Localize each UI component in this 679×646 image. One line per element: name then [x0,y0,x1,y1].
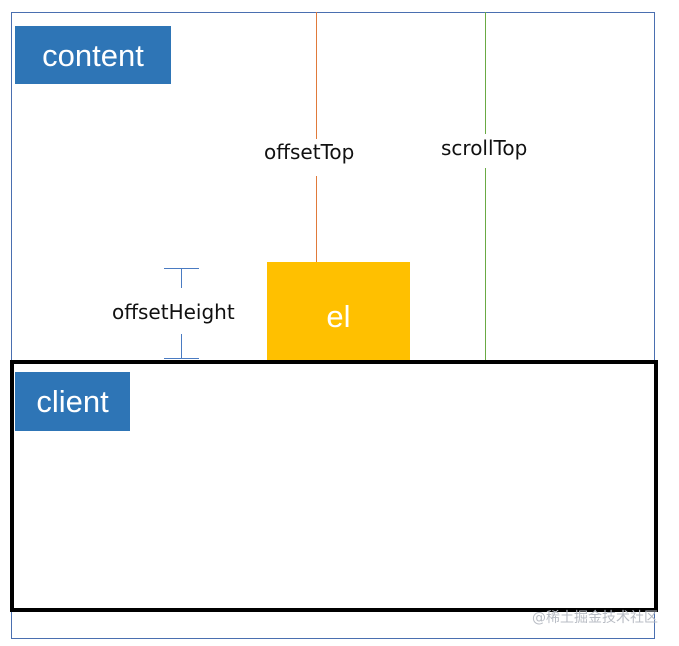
element-label: el [326,298,351,334]
client-viewport-boundary [10,360,658,612]
offset-height-label: offsetHeight [109,301,238,323]
client-label: client [15,372,130,431]
watermark: @稀土掘金技术社区 [532,610,658,626]
content-boundary [11,12,655,639]
scroll-top-line-upper [485,12,486,134]
offset-height-top-stem [181,268,182,288]
offset-top-label: offsetTop [261,141,358,163]
scroll-top-label: scrollTop [438,137,531,159]
scroll-top-line-lower [485,168,486,360]
offset-height-bottom-stem [181,334,182,358]
offset-height-bottom-bracket [164,358,199,359]
content-label: content [15,26,171,84]
element-block: el [267,262,410,360]
offset-top-line-lower [316,176,317,262]
offset-top-line-upper [316,12,317,139]
